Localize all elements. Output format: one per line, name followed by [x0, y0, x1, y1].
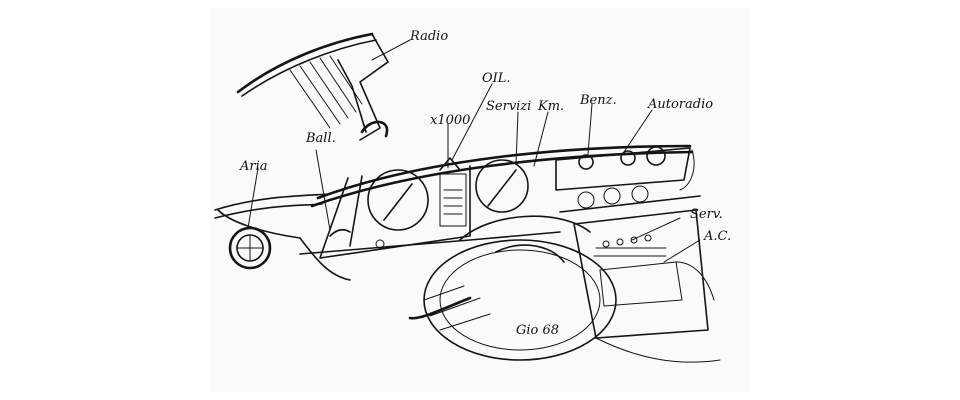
- air-vent: [228, 226, 272, 270]
- label-ac: A.C.: [703, 229, 731, 244]
- label-benz: Benz.: [579, 93, 617, 108]
- label-aria: Aria: [239, 159, 268, 174]
- label-radio: Radio: [409, 29, 448, 44]
- label-servizi: Servizi: [486, 99, 531, 114]
- label-oil: OIL.: [482, 71, 511, 86]
- label-km: Km.: [537, 99, 564, 114]
- tachometer-gauge: [367, 169, 429, 231]
- label-x1000: x1000: [430, 113, 470, 128]
- center-display: [439, 173, 467, 227]
- lower-dash: [217, 195, 721, 363]
- mirror-stalk: [236, 32, 389, 141]
- signature: Gio 68: [516, 323, 559, 338]
- center-controls: [555, 146, 691, 257]
- dashboard-top: [214, 144, 695, 219]
- speedometer-gauge: [475, 159, 529, 213]
- label-ball: Ball.: [305, 131, 336, 146]
- label-serv: Serv.: [690, 207, 723, 222]
- instrument-cluster: [319, 157, 529, 259]
- steering-wheel: [408, 215, 617, 361]
- leader-lines: [247, 39, 701, 263]
- label-autoradio: Autoradio: [647, 97, 713, 112]
